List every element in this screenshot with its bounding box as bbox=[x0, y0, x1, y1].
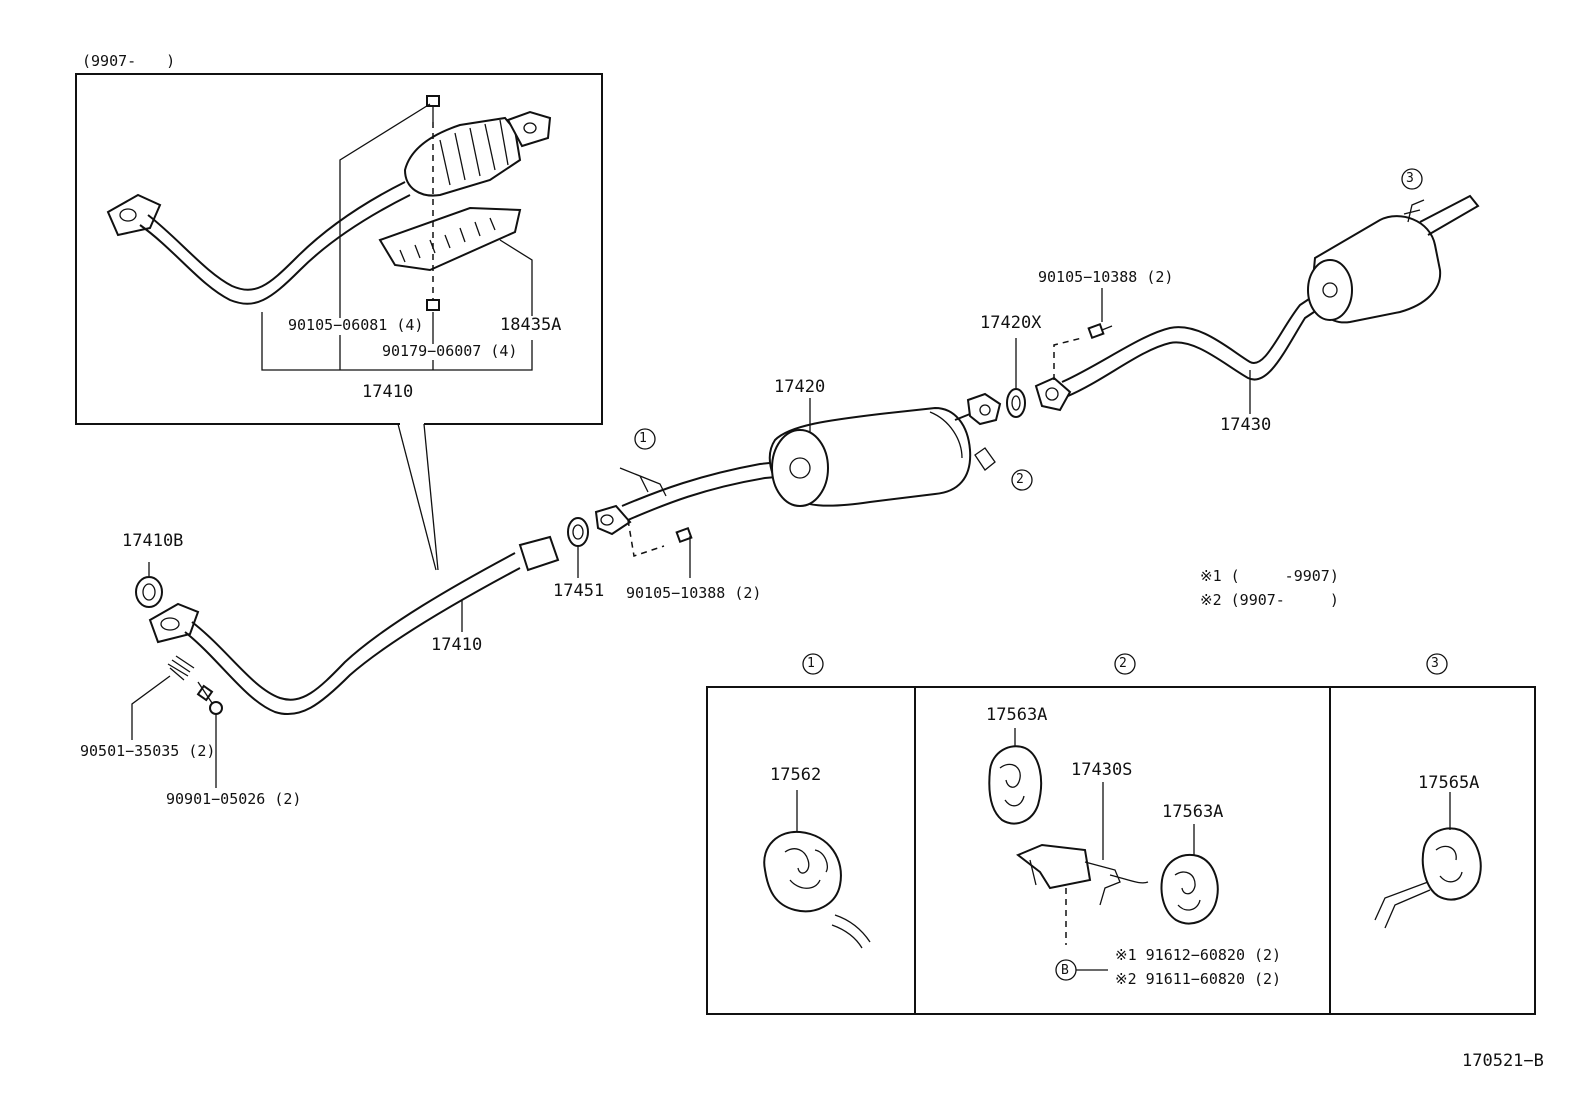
callout-2: 2 bbox=[1016, 472, 1024, 487]
bolt-b-marker bbox=[1055, 959, 1108, 981]
label-17563A-upper: 17563A bbox=[986, 705, 1048, 725]
label-17410B: 17410B bbox=[122, 531, 184, 551]
bolt-upper bbox=[1053, 288, 1113, 380]
callouts bbox=[634, 168, 1423, 491]
label-18435A: 18435A bbox=[500, 315, 562, 335]
label-91612-60820: ※1 91612−60820 (2) bbox=[1115, 946, 1282, 964]
gasket-17451 bbox=[567, 517, 589, 578]
hanger-17562 bbox=[763, 790, 871, 949]
label-17410-inset: 17410 bbox=[362, 382, 414, 402]
detail-header-2: 2 bbox=[1119, 656, 1127, 671]
label-90105-10388-upper: 90105−10388 (2) bbox=[1038, 268, 1174, 286]
label-17420: 17420 bbox=[774, 377, 826, 397]
hanger-17563A-upper bbox=[988, 728, 1043, 825]
front-pipe bbox=[148, 535, 560, 716]
detail-header-3: 3 bbox=[1431, 656, 1439, 671]
bracket-17430S bbox=[1016, 782, 1149, 945]
label-17565A: 17565A bbox=[1418, 773, 1480, 793]
label-90901-05026: 90901−05026 (2) bbox=[166, 790, 302, 808]
label-90105-10388-lower: 90105−10388 (2) bbox=[626, 584, 762, 602]
center-pipe-muffler bbox=[594, 392, 1002, 536]
label-17430S: 17430S bbox=[1071, 760, 1133, 780]
label-17430: 17430 bbox=[1220, 415, 1272, 435]
tail-pipe bbox=[1034, 194, 1480, 414]
label-91611-60820: ※2 91611−60820 (2) bbox=[1115, 970, 1282, 988]
callout-1: 1 bbox=[639, 431, 647, 446]
label-17563A-lower: 17563A bbox=[1162, 802, 1224, 822]
diagram-id: 170521−B bbox=[1462, 1051, 1544, 1071]
label-90105-06081: 90105−06081 (4) bbox=[288, 316, 424, 334]
inset-fasteners bbox=[261, 95, 533, 371]
label-90501-35035: 90501−35035 (2) bbox=[80, 742, 216, 760]
inset-heat-shield bbox=[378, 206, 522, 272]
label-17562: 17562 bbox=[770, 765, 822, 785]
inset-front-pipe bbox=[106, 181, 411, 305]
hanger-17565A bbox=[1374, 792, 1482, 929]
label-17451: 17451 bbox=[553, 581, 605, 601]
inset-catalytic-converter bbox=[403, 110, 552, 197]
detail-header-1: 1 bbox=[807, 656, 815, 671]
inset-date-range: (9907- ) bbox=[82, 52, 176, 70]
hanger-17563A-lower bbox=[1160, 824, 1219, 925]
bolt-lower bbox=[627, 519, 693, 578]
spring-bolt-set bbox=[131, 655, 223, 788]
gasket-17410B bbox=[135, 562, 163, 608]
label-17410: 17410 bbox=[431, 635, 483, 655]
callout-3: 3 bbox=[1406, 171, 1414, 186]
detail-frame bbox=[706, 653, 1536, 1015]
label-17420X: 17420X bbox=[980, 313, 1042, 333]
gasket-17420X bbox=[1006, 338, 1026, 418]
b-marker: B bbox=[1061, 963, 1069, 978]
note-1: ※1 ( -9907) bbox=[1200, 567, 1339, 585]
label-90179-06007: 90179−06007 (4) bbox=[382, 342, 518, 360]
inset-box bbox=[75, 73, 603, 571]
note-2: ※2 (9907- ) bbox=[1200, 591, 1339, 609]
